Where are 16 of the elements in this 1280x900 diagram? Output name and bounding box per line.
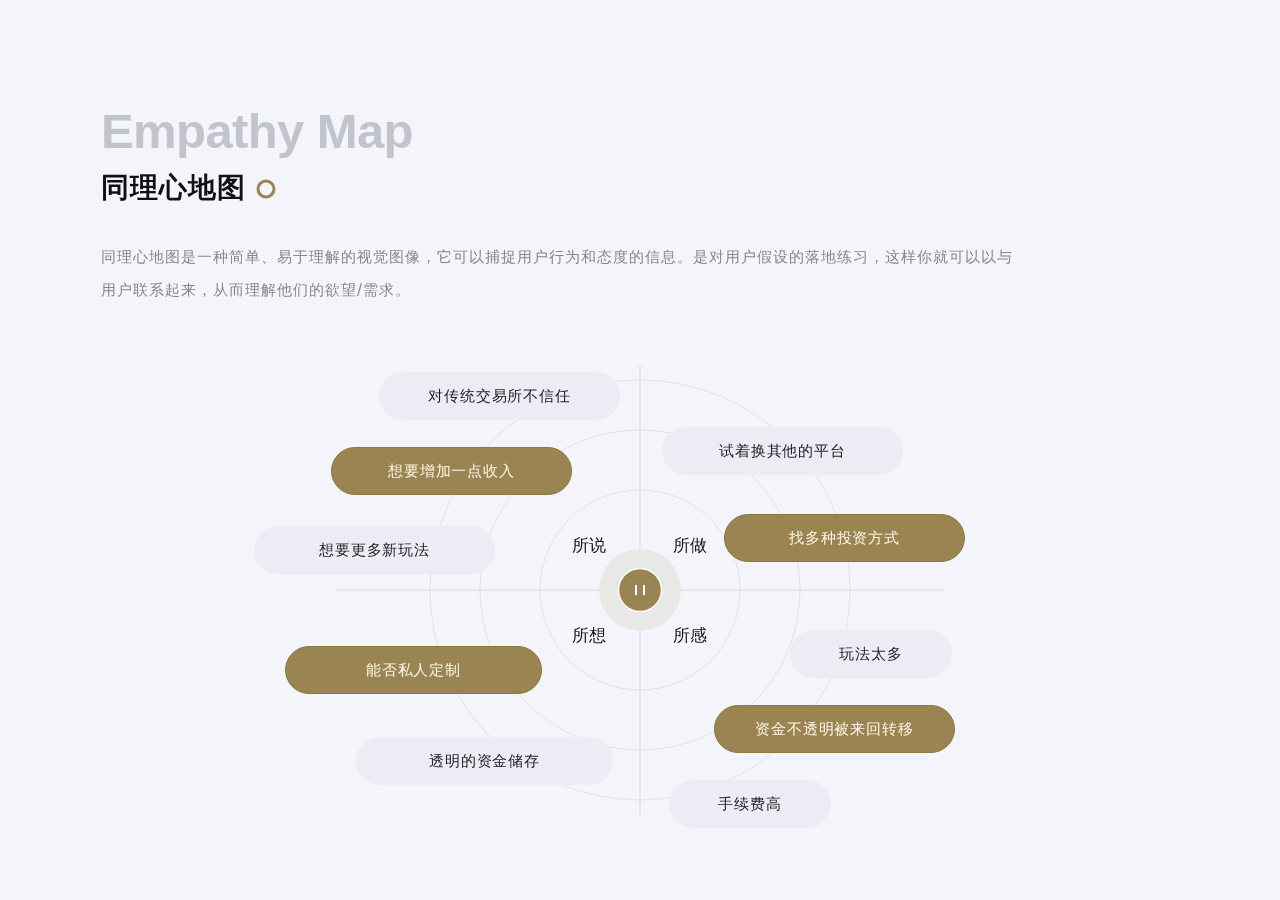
heading: 同理心地图 <box>101 173 246 203</box>
keyword-pill: 试着换其他的平台 <box>662 427 903 475</box>
quadrant-label: 所想 <box>571 625 607 645</box>
quadrant-label: 所做 <box>672 535 708 555</box>
quadrant-label: 所感 <box>672 625 708 645</box>
keyword-pill: 找多种投资方式 <box>724 514 965 562</box>
keyword-pill: 资金不透明被来回转移 <box>714 705 955 753</box>
keyword-pill: 手续费高 <box>669 780 831 828</box>
keyword-pill: 想要更多新玩法 <box>254 526 495 574</box>
description-text: 同理心地图是一种简单、易于理解的视觉图像，它可以捕捉用户行为和态度的信息。是对用户假设的落地练习，这样你就可以以与用户联系起来，从而理解他们的欲望/需求。 <box>101 247 1014 301</box>
keyword-pill: 想要增加一点收入 <box>331 447 572 495</box>
keyword-pill: 对传统交易所不信任 <box>379 372 620 420</box>
keyword-pill: 玩法太多 <box>790 630 952 678</box>
keyword-pill: 透明的资金储存 <box>356 737 613 785</box>
keyword-pill: 能否私人定制 <box>285 646 542 694</box>
quadrant-label: 所说 <box>571 535 607 555</box>
